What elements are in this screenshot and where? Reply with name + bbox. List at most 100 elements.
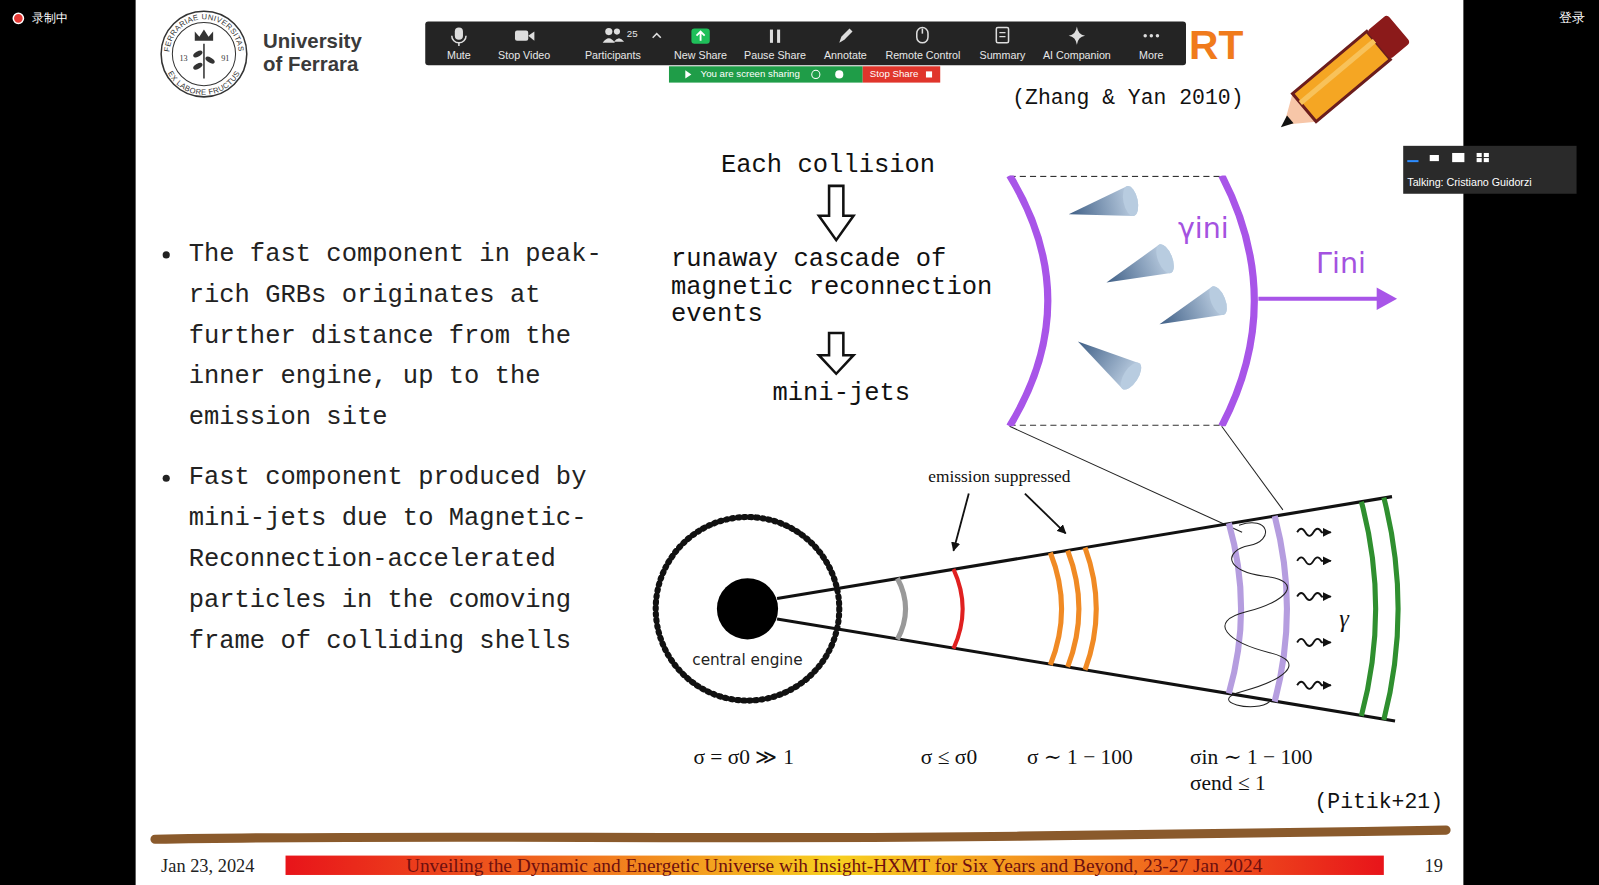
zoom-toolbar — [685, 70, 691, 78]
toolbar-label: Remote Control — [885, 49, 960, 61]
zoom-toolbar — [614, 29, 620, 35]
shell-arcs — [1384, 498, 1398, 720]
citation: (Zhang & Yan 2010) — [1012, 87, 1243, 112]
zoom-toolbar — [691, 29, 709, 44]
photon-arrows — [1297, 682, 1331, 689]
central-engine-outline — [717, 578, 778, 639]
bullet-dot — [163, 475, 170, 482]
speaker-panel — [1452, 153, 1464, 162]
mini-jet-cones — [1154, 284, 1231, 339]
node-text: central engine — [692, 652, 802, 670]
university-seal — [203, 44, 205, 79]
pencil-icon — [1300, 41, 1374, 103]
university-seal — [192, 62, 203, 72]
speaker-panel — [1484, 158, 1489, 162]
toolbar-label: Stop Video — [498, 49, 550, 61]
toolbar-label: Participants — [585, 49, 641, 61]
seal-motto: EX LABORE FRUCTUS — [166, 69, 242, 97]
zoom-toolbar — [455, 28, 463, 40]
page-number: 19 — [1425, 855, 1443, 876]
zoom-toolbar — [653, 34, 661, 38]
block-arrow — [819, 333, 854, 374]
bulk-lorentz-arrow — [1258, 288, 1397, 310]
pencil-icon — [1278, 116, 1294, 132]
photon-arrows — [1297, 529, 1331, 536]
speaker-panel — [1407, 160, 1418, 162]
zoom-toolbar — [425, 21, 1186, 82]
toolbar-label: More — [1139, 49, 1163, 61]
jet-cone — [777, 497, 1395, 721]
zoom-toolbar — [528, 32, 534, 41]
zoom-toolbar — [996, 28, 1008, 43]
mini-jet-cones — [1101, 242, 1178, 297]
zoom-toolbar — [863, 66, 941, 82]
stop-share-button: Stop Share — [870, 69, 918, 80]
mini-jet-cones — [1070, 329, 1146, 393]
university-name: University — [263, 30, 362, 53]
mini-jet-cones — [1154, 284, 1231, 339]
node-text: runaway cascade of magnetic reconnection… — [671, 245, 999, 328]
plasma-shell-outline — [1010, 425, 1224, 426]
seal-year: 91 — [221, 53, 229, 62]
zoom-toolbar — [669, 66, 863, 82]
mini-jet-cones — [1070, 329, 1146, 393]
slide-title: RT — [1189, 21, 1243, 68]
mini-jet-cones — [1120, 185, 1140, 218]
seal-year: 13 — [179, 53, 187, 62]
university-seal — [204, 55, 215, 65]
zoom-leader-lines — [1222, 426, 1283, 510]
zoom-toolbar — [770, 30, 773, 43]
photon-arrows — [1297, 557, 1331, 564]
photon-label: γ — [1339, 606, 1349, 634]
speaker-panel — [1477, 158, 1482, 162]
pencil-icon — [1269, 14, 1411, 141]
zoom-toolbar — [1069, 27, 1085, 45]
mini-jet-cones — [1153, 242, 1178, 276]
footer-date: Jan 23, 2024 — [161, 855, 254, 876]
jet-cone — [777, 497, 1392, 599]
photon-arrows — [1297, 593, 1331, 600]
central-engine: central engine — [651, 512, 845, 706]
block-arrow — [819, 186, 854, 240]
zoom-toolbar — [812, 70, 820, 78]
seal-motto: EX LABORE FRUCTUS — [166, 69, 242, 97]
flow-step: Each collision — [718, 148, 938, 183]
central-engine-outline — [656, 517, 840, 701]
central-engine-outline — [651, 512, 845, 706]
magnetization-label: σ ∼ 1 − 100 — [1027, 744, 1133, 769]
zoom-toolbar — [835, 70, 843, 78]
magnetization-label: σ = σ0 ≫ 1 — [693, 744, 793, 769]
magnetization-label: σend ≤ 1 — [1190, 771, 1266, 796]
participant-count: 25 — [627, 29, 638, 40]
shell-arcs — [1361, 502, 1375, 716]
flow-step: mini-jets — [769, 376, 913, 411]
toolbar-label: AI Companion — [1043, 49, 1111, 61]
mini-jet-cones — [1206, 284, 1231, 318]
slide-background — [136, 0, 1464, 885]
zoom-toolbar — [999, 33, 1005, 37]
university-seal — [161, 11, 247, 97]
zoom-toolbar — [515, 31, 528, 41]
mini-jet-cones — [1066, 185, 1231, 393]
mini-jet-cones — [1066, 185, 1141, 230]
toolbar-label: Pause Share — [744, 49, 806, 61]
zoom-toolbar — [697, 32, 705, 41]
bulk-lorentz-arrow — [1377, 288, 1397, 310]
university-seal — [192, 49, 203, 59]
callout-arrows — [1025, 494, 1066, 534]
zoom-toolbar — [917, 28, 928, 43]
zoom-toolbar — [605, 28, 612, 35]
university-seal — [172, 22, 235, 85]
zoom-toolbar — [1150, 34, 1153, 37]
toolbar-label: Mute — [447, 49, 471, 61]
university-seal: FERRARIAE UNIVERSITASEX LABORE FRUCTUS — [161, 11, 247, 97]
speaker-panel — [1403, 146, 1576, 194]
shell-arcs — [1275, 516, 1287, 702]
toolbar-label: Annotate — [824, 49, 867, 61]
lorentz-factor-label: Γini — [1316, 248, 1366, 281]
photon-arrows — [1297, 529, 1331, 689]
shell-arcs — [897, 578, 905, 639]
